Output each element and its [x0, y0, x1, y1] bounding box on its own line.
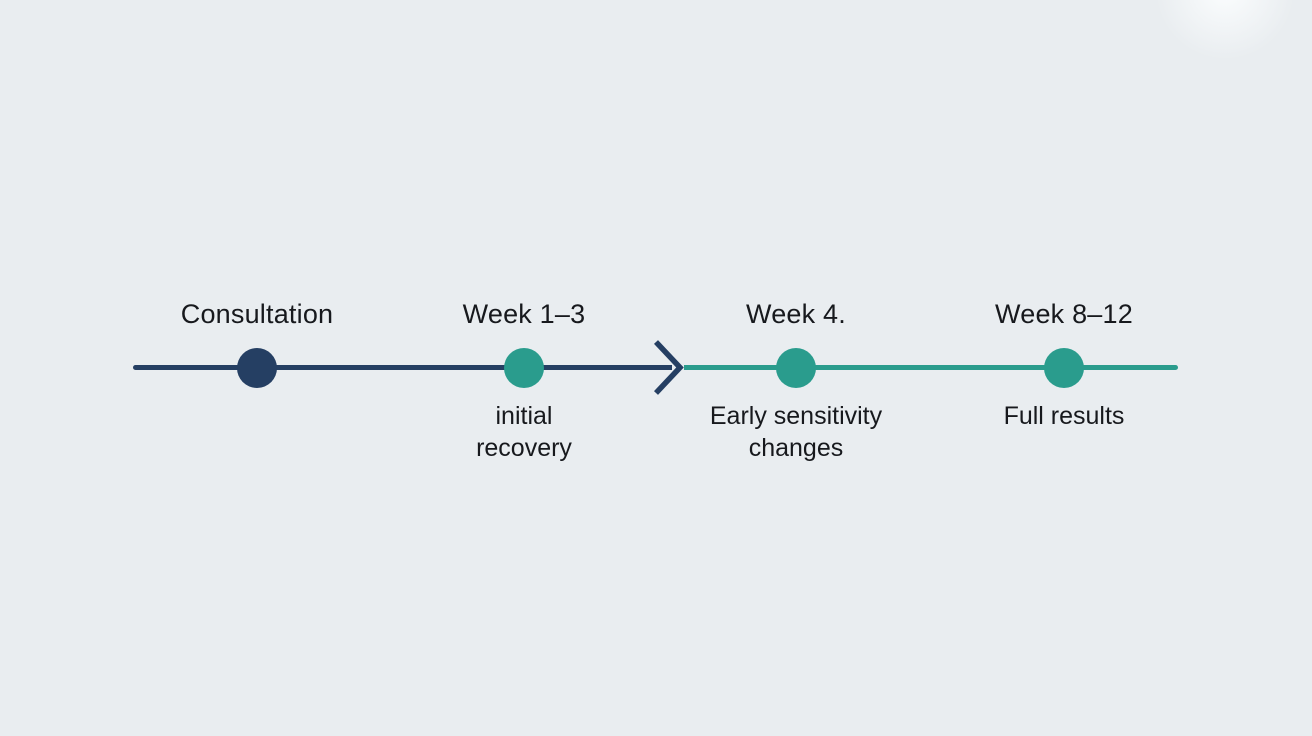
milestone-dot-teal	[776, 347, 816, 388]
milestone-week-8-12: Week 8–12 Full results	[904, 296, 1224, 432]
milestone-description: Early sensitivity changes	[709, 401, 883, 462]
milestone-dot-teal	[1044, 347, 1084, 388]
milestone-consultation: Consultation	[97, 296, 417, 388]
milestone-week-4: Week 4. Early sensitivity changes	[636, 296, 956, 464]
milestone-dot-teal	[504, 347, 544, 388]
milestone-title: Week 1–3	[462, 299, 586, 329]
milestone-title: Consultation	[180, 299, 334, 329]
milestone-title: Week 4.	[746, 299, 846, 329]
timeline-segment-left	[133, 365, 672, 370]
milestone-description: Full results	[1003, 401, 1125, 430]
chevron-right-icon	[653, 340, 684, 395]
milestone-week-1-3: Week 1–3 initial recovery	[364, 296, 684, 464]
milestone-title: Week 8–12	[995, 299, 1133, 329]
milestone-description: initial recovery	[476, 401, 572, 462]
milestone-dot-navy	[237, 347, 277, 388]
timeline-segment-right	[684, 365, 1178, 370]
